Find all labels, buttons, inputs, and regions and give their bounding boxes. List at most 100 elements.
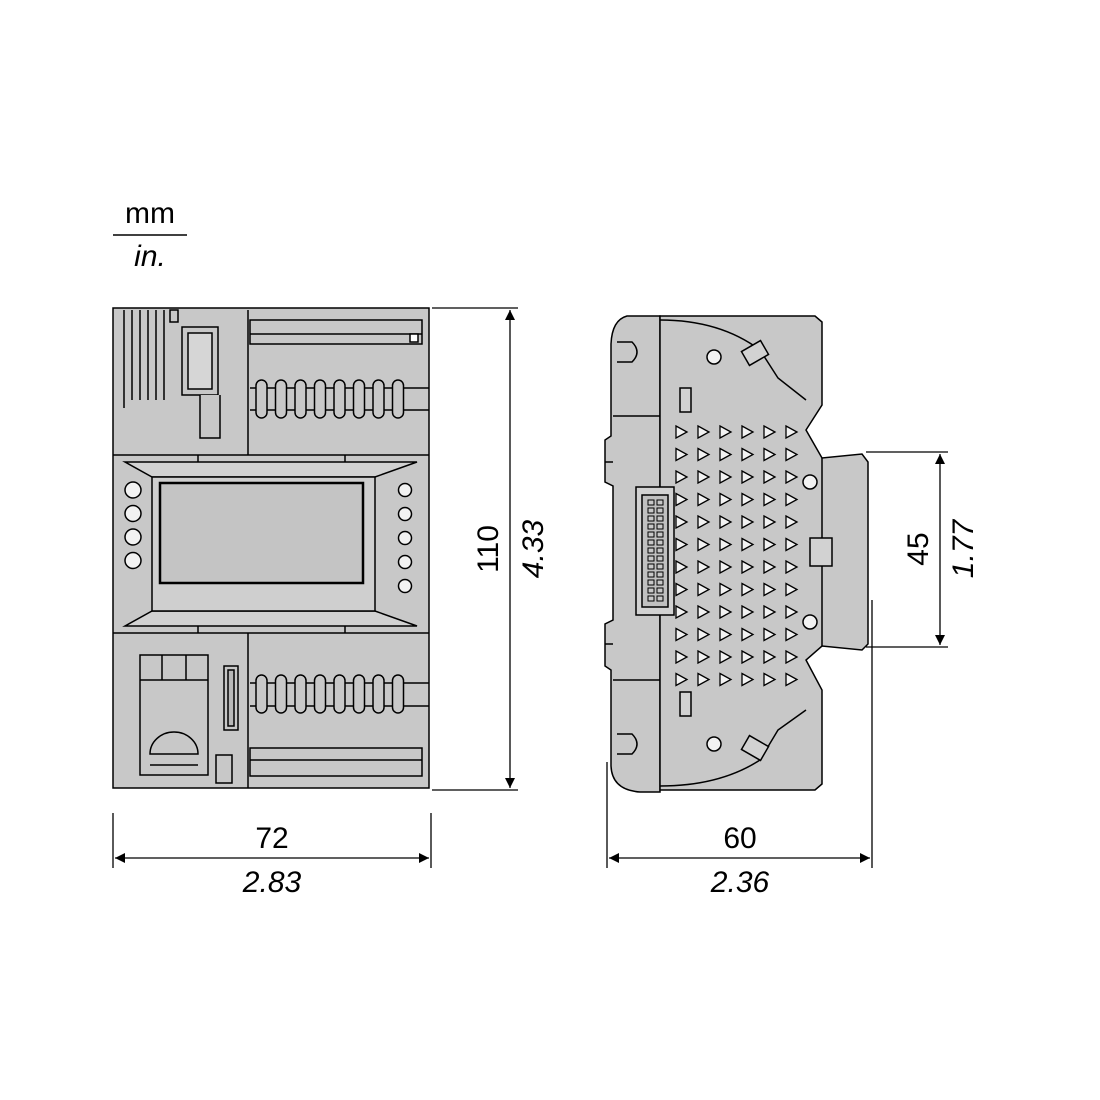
- height-in-label: 4.33: [517, 519, 550, 578]
- front-buttons-left: [124, 481, 142, 570]
- connector-pin: [656, 571, 664, 578]
- vent-triangle: [785, 537, 799, 552]
- terminal-screw: [294, 674, 307, 714]
- vent-triangle: [719, 469, 733, 485]
- front-dimensions: [112, 307, 518, 868]
- front-vent-slots: [123, 309, 179, 408]
- vent-triangle: [763, 604, 777, 620]
- vent-triangle: [675, 492, 689, 507]
- connector-pin: [656, 531, 664, 538]
- vent-triangle: [697, 537, 711, 552]
- side-expansion-connector: [635, 486, 675, 616]
- side-mount-hole-bottom: [706, 736, 722, 752]
- vent-triangle: [697, 604, 711, 620]
- vent-triangle: [741, 514, 755, 530]
- vent-triangle: [741, 604, 755, 620]
- vent-triangle: [719, 559, 733, 575]
- vent-triangle: [675, 604, 689, 620]
- vent-triangle: [675, 514, 689, 530]
- vent-triangle: [785, 649, 799, 665]
- terminal-screw: [352, 379, 366, 419]
- vent-triangle: [763, 447, 777, 462]
- vent-triangle: [719, 514, 733, 530]
- terminal-screw: [274, 674, 288, 714]
- vent-triangle: [741, 559, 755, 575]
- connector-pin: [656, 579, 664, 586]
- vent-triangle: [741, 672, 755, 687]
- vent-triangle: [741, 627, 755, 642]
- vent-triangle: [741, 537, 755, 552]
- vent-triangle: [675, 627, 689, 642]
- front-button: [397, 578, 413, 594]
- connector-pin: [647, 547, 655, 554]
- connector-pin: [656, 507, 664, 514]
- side-rail-hole-bottom: [802, 614, 818, 630]
- vent-triangle: [763, 582, 777, 597]
- vent-triangle: [697, 514, 711, 530]
- side-clip-top: [740, 339, 770, 367]
- front-lcd-screen: [158, 481, 365, 585]
- vent-triangle: [697, 627, 711, 642]
- side-mount-hole-top: [706, 349, 722, 365]
- vent-triangle: [675, 424, 689, 440]
- connector-pin: [647, 531, 655, 538]
- vent-triangle: [719, 424, 733, 440]
- front-button: [124, 481, 142, 499]
- vent-triangle: [785, 672, 799, 687]
- vent-triangle: [719, 604, 733, 620]
- vent-triangle: [741, 649, 755, 665]
- front-button: [124, 551, 142, 570]
- vent-triangle: [763, 559, 777, 575]
- side-view: [604, 315, 869, 793]
- vent-triangle: [697, 672, 711, 687]
- side-clip-bottom: [740, 734, 770, 762]
- front-buttons-right: [397, 482, 413, 594]
- side-rail-clip: [604, 315, 661, 793]
- depth-in-label: 2.36: [710, 866, 770, 899]
- connector-pin: [647, 563, 655, 570]
- side-dimensions: [606, 451, 948, 868]
- depth-mm-label: 60: [723, 822, 756, 855]
- terminal-screw: [294, 379, 307, 419]
- vent-triangle: [719, 492, 733, 507]
- vent-triangle: [763, 469, 777, 485]
- rail-in-label: 1.77: [947, 518, 980, 578]
- bottom-terminal-screws: [255, 674, 405, 714]
- vent-triangle: [785, 492, 799, 507]
- side-connector-pins: [647, 499, 664, 602]
- vent-triangle: [697, 424, 711, 440]
- terminal-screw: [352, 674, 366, 714]
- vent-triangle: [697, 582, 711, 597]
- vent-triangle: [785, 627, 799, 642]
- vent-triangle: [785, 604, 799, 620]
- front-top-connector: [181, 326, 221, 439]
- terminal-screw: [255, 674, 268, 714]
- vent-triangle: [741, 447, 755, 462]
- vent-triangle: [763, 492, 777, 507]
- terminal-screw: [372, 379, 385, 419]
- vent-triangle: [763, 627, 777, 642]
- side-clip-details: [605, 341, 660, 755]
- top-terminal-screws: [255, 379, 405, 419]
- connector-pin: [656, 523, 664, 530]
- side-vent-triangles: [675, 424, 799, 687]
- vent-triangle: [697, 469, 711, 485]
- vent-triangle: [785, 447, 799, 462]
- front-view: [112, 307, 430, 789]
- vent-triangle: [697, 559, 711, 575]
- connector-pin: [656, 547, 664, 554]
- connector-pin: [647, 587, 655, 594]
- connector-pin: [647, 499, 655, 506]
- side-slot-bottom: [679, 691, 692, 717]
- vent-triangle: [675, 447, 689, 462]
- connector-pin: [647, 523, 655, 530]
- terminal-screw: [333, 674, 346, 714]
- vent-triangle: [741, 492, 755, 507]
- connector-pin: [656, 555, 664, 562]
- side-housing: [659, 315, 869, 791]
- vent-triangle: [675, 559, 689, 575]
- width-mm-label: 72: [255, 822, 288, 855]
- vent-triangle: [741, 469, 755, 485]
- terminal-screw: [391, 674, 405, 714]
